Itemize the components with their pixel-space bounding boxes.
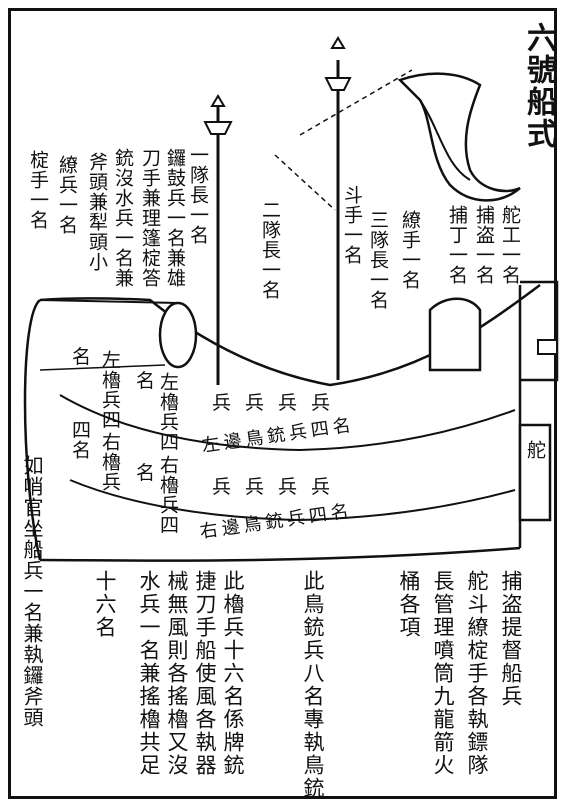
label-gubing: 鑼鼓兵一名兼雄 xyxy=(164,148,186,288)
label-liaoshou: 繚手一名 xyxy=(399,210,421,290)
label-bugong: 捕丁一名 xyxy=(446,205,468,285)
label-yiduizhang: 一隊長一名 xyxy=(187,145,209,245)
note-col-1: 捕盗提督船兵 xyxy=(499,570,523,708)
label-bubing: 捕盗一名 xyxy=(473,205,495,285)
label-dingshou: 椗手一名 xyxy=(27,150,49,230)
hull-ming-low: 名 xyxy=(136,462,156,484)
label-chenmo: 銃沒水兵一名兼 xyxy=(112,148,134,288)
note-col-5: 此鳥銃兵八名專執鳥銃 xyxy=(301,570,325,800)
hull-zuolu-bing-si-a: 左櫓兵四 xyxy=(99,350,121,430)
hull-youlu-bing-a: 右櫓兵 xyxy=(99,432,121,492)
note-col-7: 捷刀手船使風各執器 xyxy=(193,570,217,777)
label-erduizhang: 二隊長一名 xyxy=(259,200,281,300)
note-col-4: 桶各項 xyxy=(397,570,421,639)
page-title: 六號船式 xyxy=(521,22,556,150)
note-col-10: 十六名 xyxy=(93,570,117,639)
note-col-8: 械無風則各搖櫓又沒 xyxy=(165,570,189,777)
page-frame xyxy=(8,8,557,799)
label-daoshou: 刀手兼理篷椗答 xyxy=(139,148,161,288)
hull-si-ming: 四名 xyxy=(69,420,91,460)
note-col-6: 此櫓兵十六名係牌銃 xyxy=(221,570,245,777)
label-futou: 斧頭兼犁頭小 xyxy=(86,152,108,272)
hull-youlu-bing-si: 右櫓兵四 xyxy=(157,455,179,535)
label-doushou: 斗手一名 xyxy=(341,185,363,265)
hull-ming-mid: 名 xyxy=(136,370,156,392)
rudder-label: 舵 xyxy=(524,440,546,460)
label-liubing: 繚兵一名 xyxy=(56,155,78,235)
label-sanduizhang: 三隊長一名 xyxy=(367,210,389,310)
note-col-11: 如哨官坐船兵一名兼執鑼斧頭 xyxy=(20,455,44,728)
note-col-3: 長管理噴筒九龍箭火 xyxy=(431,570,455,777)
hull-row-bing-upper: 兵兵兵兵 xyxy=(212,392,345,414)
note-col-9: 水兵一名兼搖櫓共足 xyxy=(137,570,161,777)
hull-ming-left: 名 xyxy=(72,346,92,368)
hull-zuolu-bing-si-b: 左櫓兵四 xyxy=(157,372,179,452)
note-col-2: 舵斗繚椗手各執鏢隊 xyxy=(465,570,489,777)
label-duozhang: 舵工一名 xyxy=(499,205,521,285)
hull-row-bing-lower: 兵兵兵兵 xyxy=(212,476,345,498)
